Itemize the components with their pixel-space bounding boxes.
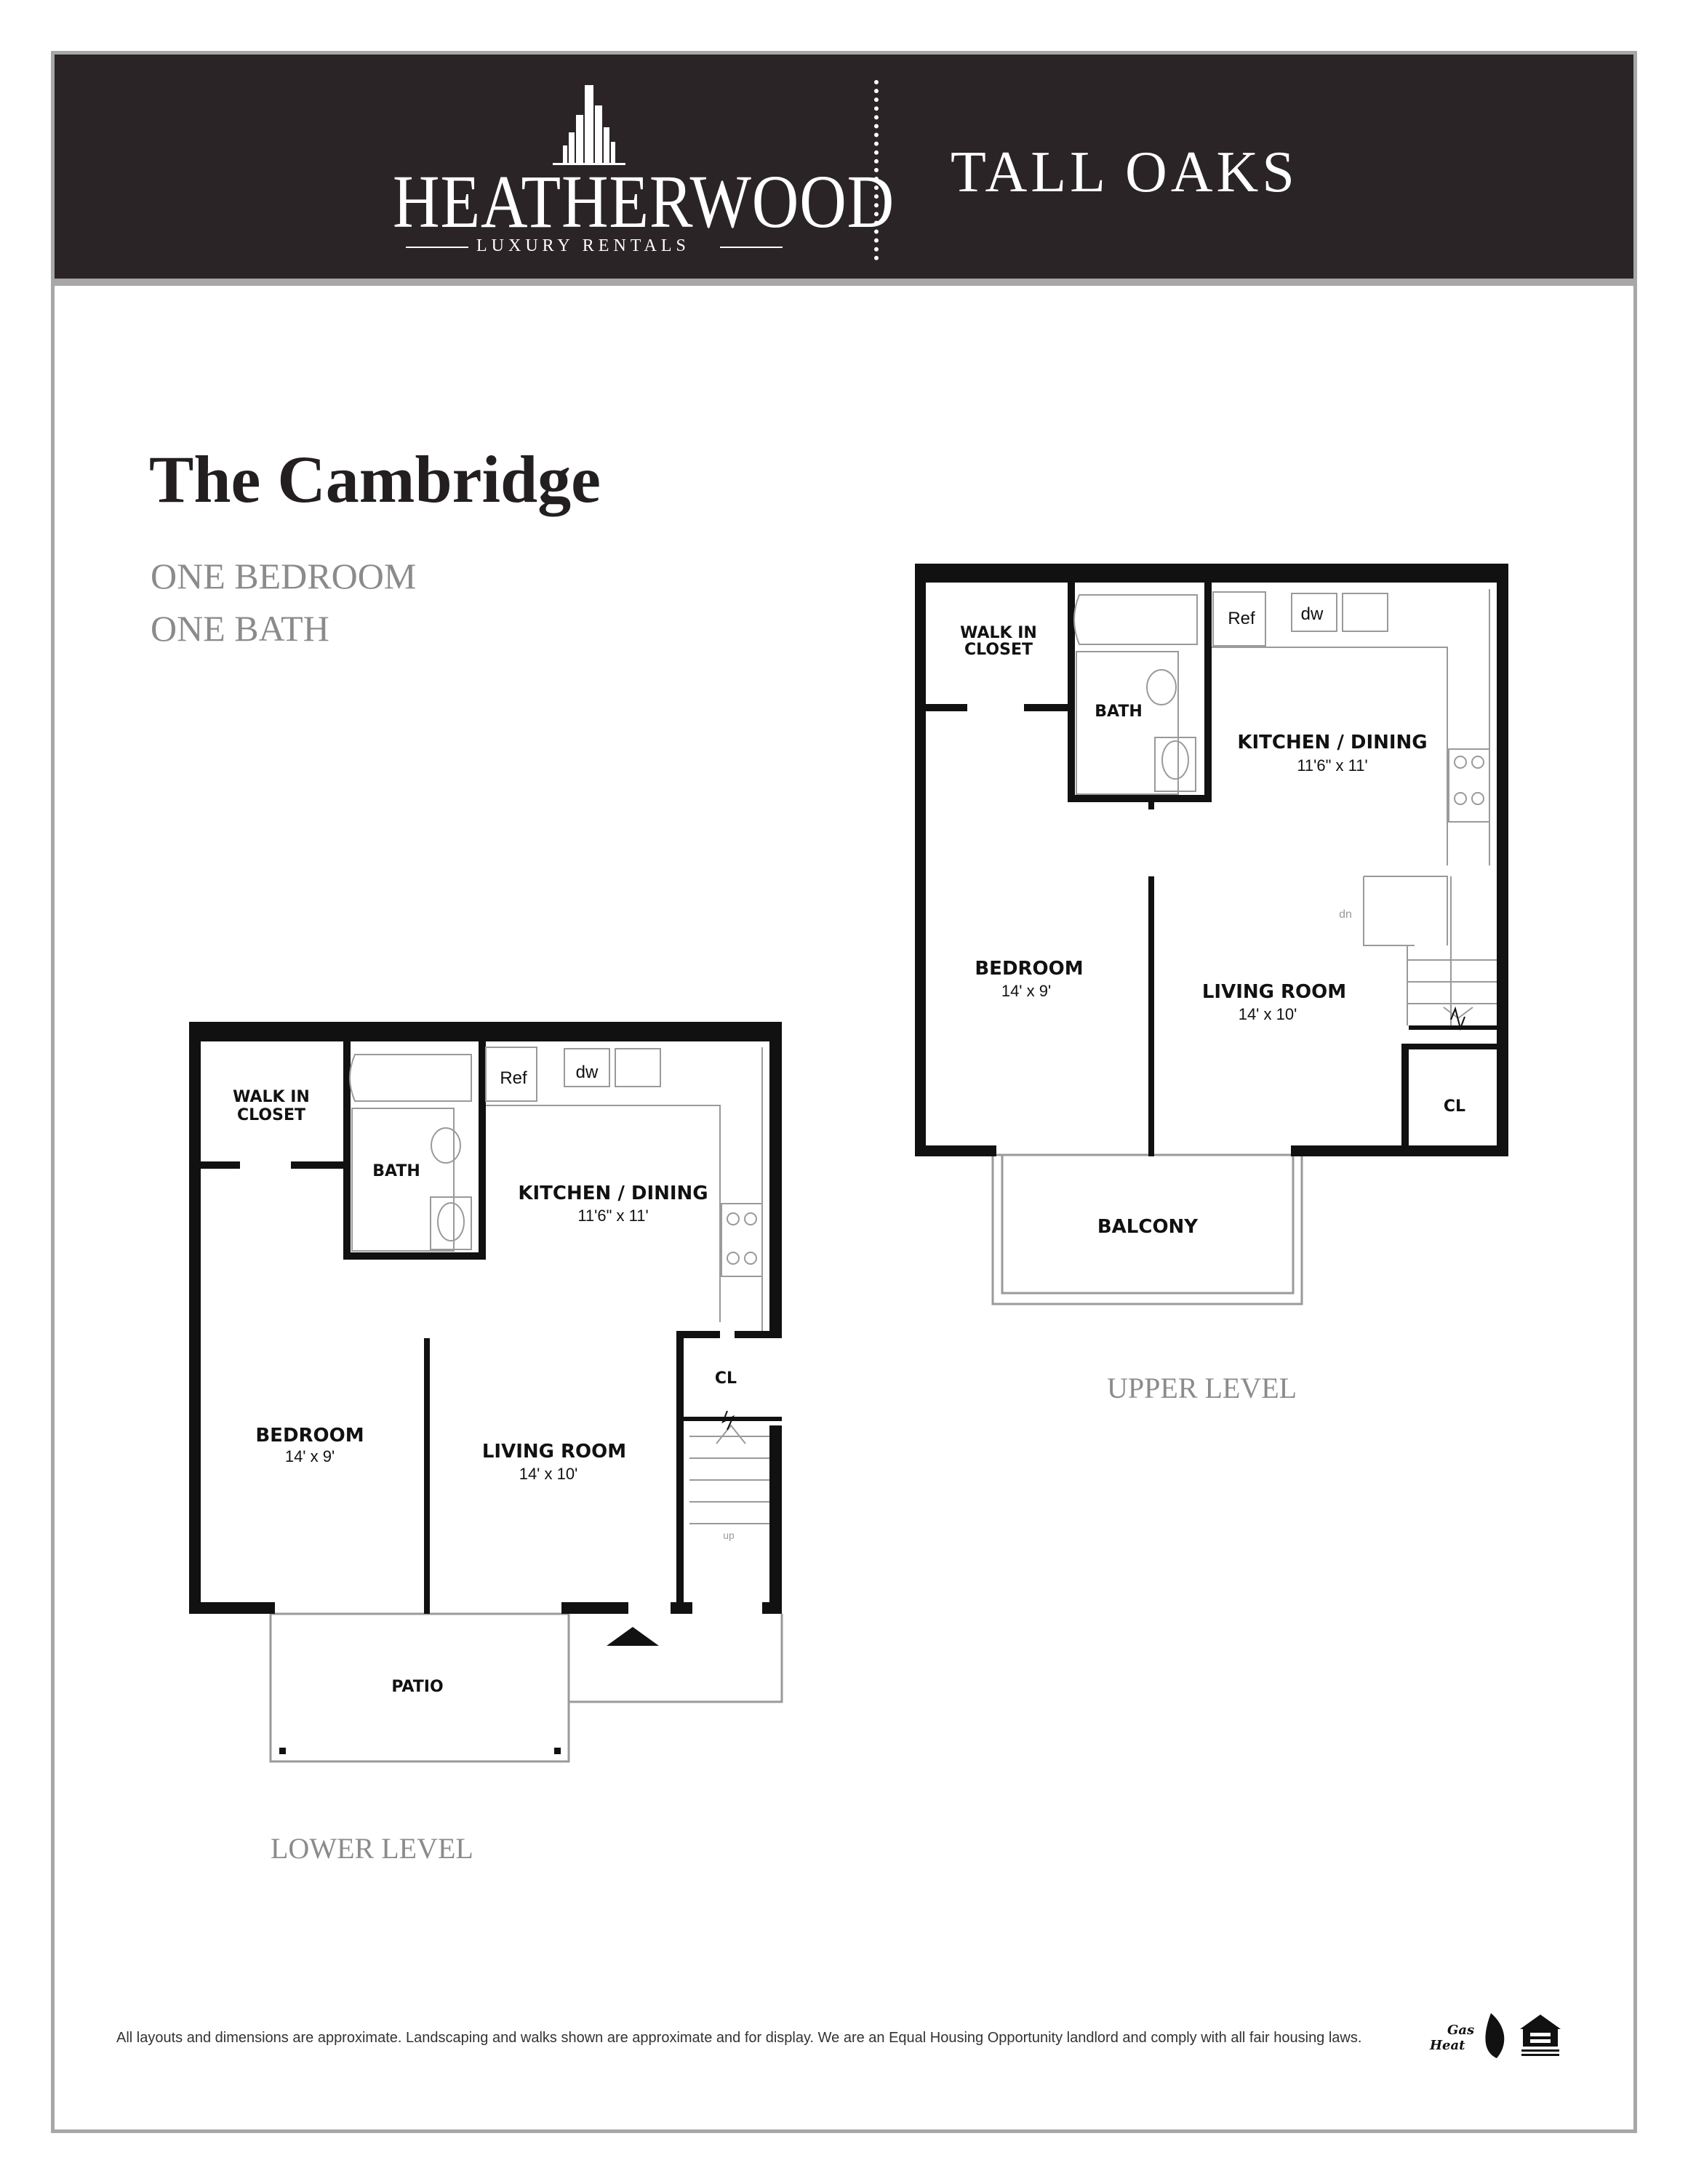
upper-walk-in-label-2: CLOSET bbox=[964, 641, 1033, 659]
lower-ref-label: Ref bbox=[500, 1068, 527, 1088]
lower-dw-label: dw bbox=[576, 1063, 599, 1082]
bedroom-count: ONE BEDROOM bbox=[151, 556, 417, 596]
upper-level-label: UPPER LEVEL bbox=[1107, 1372, 1297, 1404]
upper-closet-label: CL bbox=[1444, 1097, 1465, 1116]
svg-text:Heat: Heat bbox=[1429, 2038, 1465, 2053]
upper-refrigerator bbox=[1212, 591, 1266, 647]
upper-dw-label: dw bbox=[1301, 604, 1324, 624]
upper-bathtub bbox=[1073, 594, 1198, 645]
brand-rule-left bbox=[406, 247, 468, 248]
bath-tile-floor bbox=[351, 1108, 455, 1252]
brand-tagline: LUXURY RENTALS bbox=[476, 236, 690, 255]
header-divider bbox=[874, 80, 879, 260]
lower-living-dim: 14' x 10' bbox=[519, 1465, 578, 1483]
lower-kitchen-label: KITCHEN / DINING bbox=[518, 1183, 708, 1204]
tower-icon bbox=[553, 85, 625, 165]
upper-kitchen-label: KITCHEN / DINING bbox=[1237, 732, 1427, 753]
upper-living-label: LIVING ROOM bbox=[1202, 981, 1346, 1003]
upper-ref-label: Ref bbox=[1228, 609, 1255, 628]
refrigerator bbox=[485, 1047, 537, 1102]
patio-label: PATIO bbox=[391, 1678, 443, 1696]
upper-range bbox=[1448, 748, 1490, 823]
lower-living-label: LIVING ROOM bbox=[482, 1441, 626, 1463]
upper-living-dim: 14' x 10' bbox=[1239, 1005, 1297, 1023]
walkway-outline bbox=[567, 1614, 783, 1703]
upper-bedroom-dim: 14' x 9' bbox=[1001, 982, 1051, 1000]
upper-dishwasher bbox=[1291, 593, 1337, 632]
footer-disclaimer: All layouts and dimensions are approxima… bbox=[116, 2030, 1362, 2046]
brand-rule-right bbox=[720, 247, 783, 248]
svg-text:Gas: Gas bbox=[1447, 2023, 1474, 2038]
stairs bbox=[689, 1424, 769, 1524]
upper-walk-in-label-1: WALK IN bbox=[960, 624, 1037, 642]
dishwasher bbox=[564, 1048, 610, 1087]
lower-stair-note: up bbox=[723, 1529, 735, 1541]
lower-bedroom-label: BEDROOM bbox=[255, 1425, 364, 1447]
lower-kitchen-dim: 11'6" x 11' bbox=[577, 1207, 648, 1225]
upper-kitchen-dim: 11'6" x 11' bbox=[1297, 756, 1367, 775]
upper-bedroom-label: BEDROOM bbox=[975, 958, 1083, 980]
range bbox=[721, 1203, 763, 1277]
lower-walk-in-label-2: CLOSET bbox=[237, 1106, 305, 1124]
balcony-label: BALCONY bbox=[1097, 1216, 1199, 1238]
lower-bedroom-dim: 14' x 9' bbox=[285, 1447, 335, 1465]
lower-bath-label: BATH bbox=[372, 1162, 420, 1180]
entry-arrow-icon bbox=[607, 1627, 659, 1646]
upper-bath-label: BATH bbox=[1095, 703, 1143, 721]
brand-logo bbox=[553, 85, 625, 165]
header-banner bbox=[55, 55, 1633, 286]
plan-title: The Cambridge bbox=[149, 442, 601, 516]
equal-housing-opportunity-icon bbox=[1520, 2015, 1561, 2056]
brand-name: HEATHERWOOD bbox=[393, 160, 895, 244]
lower-level-label: LOWER LEVEL bbox=[271, 1832, 473, 1865]
bathtub bbox=[349, 1054, 472, 1102]
lower-closet-label: CL bbox=[715, 1369, 737, 1388]
upper-stair-note: dn bbox=[1339, 908, 1352, 921]
page-frame bbox=[51, 51, 1637, 2133]
lower-walk-in-label-1: WALK IN bbox=[233, 1088, 310, 1106]
gas-heat-icon: Gas Heat bbox=[1429, 2013, 1505, 2058]
community-name: TALL OAKS bbox=[951, 140, 1298, 204]
bath-count: ONE BATH bbox=[151, 608, 329, 649]
